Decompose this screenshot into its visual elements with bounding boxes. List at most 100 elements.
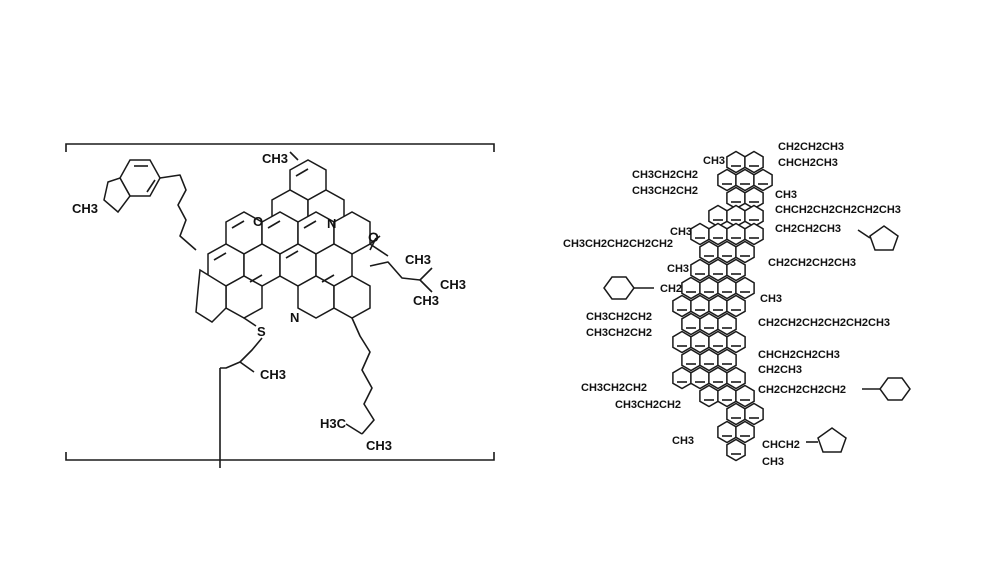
substituent-label: CH3CH2CH2	[632, 185, 698, 197]
aromatic-ring	[672, 330, 692, 354]
ch3-quaternary-label: CH3	[405, 252, 431, 267]
substituent-label: CH3CH2CH2	[632, 169, 698, 181]
substituent-label: CHCH2CH2CH2CH2CH3	[775, 204, 901, 216]
substituent-label: CH3CH2CH2	[581, 382, 647, 394]
substituent-label: CH3	[762, 456, 784, 468]
substituent-label: CH2CH2CH3	[775, 223, 841, 235]
polyaromatic-ladder	[672, 150, 773, 462]
aromatic-ring	[672, 294, 692, 318]
bracket-bottom	[65, 452, 495, 461]
substituent-label: CH2CH2CH2CH2CH2CH3	[758, 317, 890, 329]
h3c-chain-end-label: H3C	[320, 416, 347, 431]
aromatic-ring	[708, 294, 728, 318]
isoprenyl-chain	[369, 261, 433, 293]
aromatic-ring	[708, 330, 728, 354]
aromatic-ring	[708, 258, 728, 282]
aromatic-ring	[717, 348, 737, 372]
indane-group	[103, 159, 161, 214]
aromatic-ring	[753, 168, 773, 192]
upper-alkyl-chain	[159, 174, 197, 251]
aromatic-ring	[735, 168, 755, 192]
aromatic-ring	[717, 312, 737, 336]
aromatic-ring	[708, 222, 728, 246]
aromatic-ring	[699, 276, 719, 300]
nitrogen-upper-label: N	[327, 216, 336, 231]
aromatic-ring	[690, 258, 710, 282]
substituent-label: CH3CH2CH2CH2CH2	[563, 238, 673, 250]
cyclopentyl-ring-upper	[869, 225, 899, 251]
ch3-isoprenyl-a-label: CH3	[440, 277, 466, 292]
substituent-label: CH3CH2CH2	[615, 399, 681, 411]
aromatic-ring	[717, 168, 737, 192]
aromatic-ring	[717, 384, 737, 408]
substituent-label: CHCH2CH2CH3	[758, 349, 840, 361]
aromatic-ring	[726, 402, 746, 426]
aromatic-ring	[726, 330, 746, 354]
substituent-label: CHCH2	[762, 439, 800, 451]
cyclohexyl-ring-left	[603, 276, 635, 300]
substituent-label: CH3	[670, 226, 692, 238]
aromatic-ring	[690, 330, 710, 354]
substituent-label: CH3CH2CH2	[586, 327, 652, 339]
bracket-top	[65, 143, 495, 152]
nitrogen-lower-label: N	[290, 310, 299, 325]
aromatic-ring	[681, 276, 701, 300]
aromatic-ring	[717, 240, 737, 264]
substituent-label: CH2CH2CH2CH2	[758, 384, 846, 396]
aromatic-ring	[708, 366, 728, 390]
substituent-label: CH3	[760, 293, 782, 305]
aromatic-ring	[744, 402, 764, 426]
fused-aromatic-core	[195, 159, 371, 323]
aromatic-ring	[717, 420, 737, 444]
substituent-label: CH2CH3	[758, 364, 802, 376]
aromatic-ring	[735, 240, 755, 264]
aromatic-ring	[726, 258, 746, 282]
aromatic-ring	[681, 348, 701, 372]
aromatic-ring	[690, 366, 710, 390]
ch3-side-label: CH3	[260, 367, 286, 382]
substituent-label: CH3	[667, 263, 689, 275]
substituent-label: CH3	[775, 189, 797, 201]
lower-alkyl-chain	[351, 317, 375, 435]
aromatic-ring	[690, 222, 710, 246]
aromatic-ring	[726, 150, 746, 174]
ch3-indane-label: CH3	[72, 201, 98, 216]
substituent-label: CH2	[660, 283, 682, 295]
aromatic-ring	[735, 276, 755, 300]
substituent-label: CHCH2CH3	[778, 157, 838, 169]
aromatic-ring	[726, 294, 746, 318]
aromatic-ring	[699, 348, 719, 372]
aromatic-ring	[717, 276, 737, 300]
substituent-label: CH2CH2CH2CH3	[768, 257, 856, 269]
sulfur-label: S	[257, 324, 266, 339]
aromatic-ring	[744, 150, 764, 174]
substituent-label: CH3	[672, 435, 694, 447]
aromatic-ring	[699, 384, 719, 408]
carbonyl-oxygen-label: O	[368, 229, 379, 245]
ch3-chain-end-label: CH3	[366, 438, 392, 453]
aromatic-ring	[726, 222, 746, 246]
ch3-isoprenyl-b-label: CH3	[413, 293, 439, 308]
substituent-label: CH2CH2CH3	[778, 141, 844, 153]
substituent-label: CH3	[703, 155, 725, 167]
ch3-top-label: CH3	[262, 151, 288, 166]
aromatic-ring	[744, 222, 764, 246]
aromatic-ring	[726, 438, 746, 462]
left-molecule: CH3 CH3 O N O CH3 CH3 CH3 N S CH3 H3C CH…	[65, 143, 495, 468]
aromatic-ring	[699, 312, 719, 336]
cyclopentyl-ring-lower	[817, 427, 847, 453]
aromatic-ring	[690, 294, 710, 318]
substituent-label: CH3CH2CH2	[586, 311, 652, 323]
aromatic-ring	[699, 240, 719, 264]
aromatic-ring	[672, 366, 692, 390]
aromatic-ring	[735, 384, 755, 408]
aromatic-ring	[681, 312, 701, 336]
oxygen-label: O	[253, 214, 263, 229]
aromatic-ring	[735, 420, 755, 444]
aromatic-ring	[726, 366, 746, 390]
cyclohexyl-ring-right	[879, 377, 911, 401]
